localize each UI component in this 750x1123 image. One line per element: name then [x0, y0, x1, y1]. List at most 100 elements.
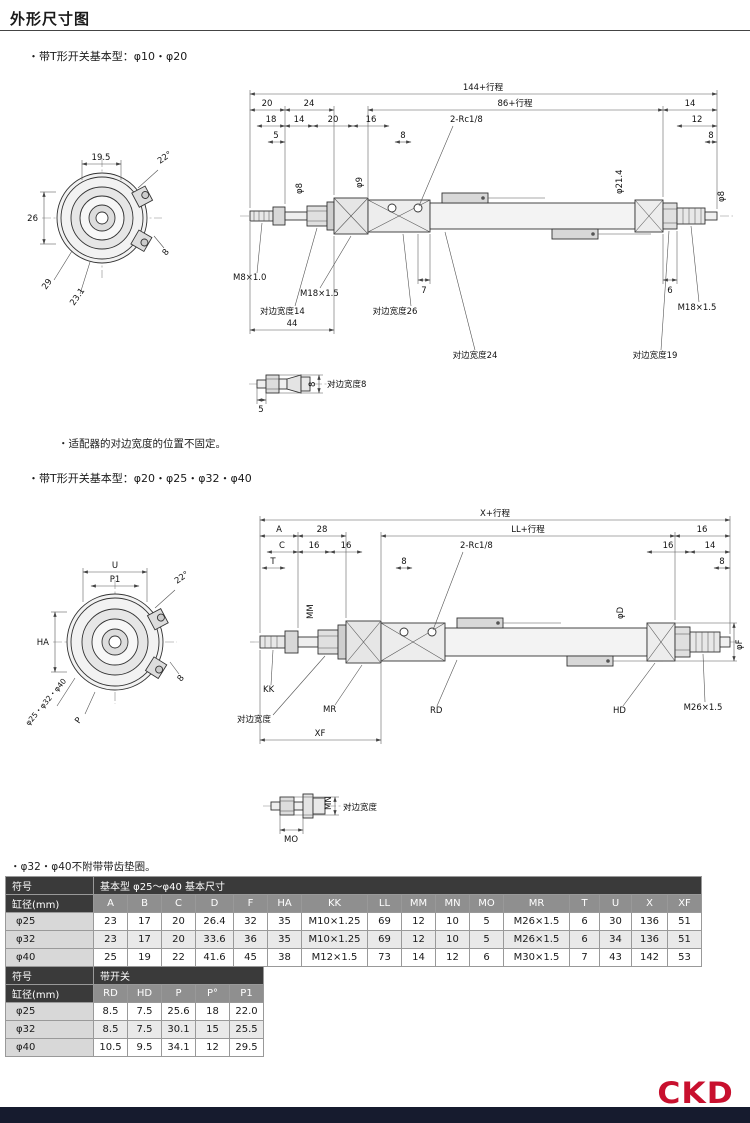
t-switch: [551, 228, 599, 240]
dim-label: 14: [685, 99, 696, 109]
basic-dimensions-table: 符号 基本型 φ25～φ40 基本尺寸 缸径(mm) A B C D F HA …: [5, 876, 702, 967]
dim-value: 10: [435, 930, 470, 949]
dim-value: 8.5: [93, 1002, 128, 1021]
switch-mount-tab: [130, 229, 153, 253]
dim-label: HA: [37, 638, 49, 648]
col-header: MN: [435, 894, 470, 913]
dim-label: 8: [400, 131, 405, 141]
dim-label: P1: [110, 575, 121, 585]
dim-value: 136: [631, 912, 668, 931]
bore-label: φ25: [5, 1002, 94, 1021]
col-header: P: [161, 984, 196, 1003]
rear-stub: [719, 636, 731, 648]
dim-value: 20: [161, 930, 196, 949]
end-view: 19.5 26 29 23.1 22° 8: [27, 150, 174, 308]
dim-label: 86+行程: [498, 98, 533, 109]
dim-value: 9.5: [127, 1038, 162, 1057]
side-view: [240, 192, 733, 240]
cylinder-tube: [444, 627, 648, 657]
dim-value: 69: [367, 930, 402, 949]
dim-value: 20: [161, 912, 196, 931]
rear-boss-thread: [689, 631, 721, 653]
dia-label: φD: [616, 606, 626, 619]
dim-value: 12: [401, 912, 436, 931]
port-label: 2-Rc1/8: [460, 541, 493, 551]
dim-label: 7: [421, 286, 426, 296]
piston-rod-thread: [259, 635, 286, 649]
dim-value: 25.6: [161, 1002, 196, 1021]
port: [399, 627, 409, 637]
dim-value: M12×1.5: [301, 948, 368, 967]
bore-column-header: 缸径(mm): [5, 894, 94, 913]
col-header: P°: [195, 984, 230, 1003]
end-view: U P1 HA P 8 22° φ25・φ32・φ40: [24, 561, 191, 727]
dim-label: MO: [284, 835, 298, 845]
dim-value: 34.1: [161, 1038, 196, 1057]
thread-label: KK: [263, 685, 275, 695]
dim-value: 142: [631, 948, 668, 967]
dimension-drawing-large-bore: U P1 HA P 8 22° φ25・φ32・φ40: [24, 508, 745, 845]
dim-value: 34: [599, 930, 632, 949]
dim-value: M30×1.5: [503, 948, 570, 967]
dim-value: 22.0: [228, 1002, 265, 1021]
dim-value: 15: [195, 1020, 230, 1039]
symbol-header: 符号: [5, 966, 94, 985]
col-header: LL: [367, 894, 402, 913]
thread-label: M18×1.5: [300, 289, 339, 299]
switch-mount-tab: [131, 185, 154, 208]
dim-value: 38: [267, 948, 302, 967]
dim-label: 5: [273, 131, 278, 141]
col-header: X: [631, 894, 668, 913]
col-header: T: [569, 894, 600, 913]
dim-label: 6: [667, 286, 672, 296]
dim-label: 18: [266, 115, 277, 125]
ckd-logo: CKD: [657, 1076, 734, 1110]
dim-label: 24: [304, 99, 315, 109]
t-switch: [566, 655, 614, 667]
col-header: D: [195, 894, 234, 913]
dim-label: C: [279, 541, 285, 551]
bore-label: φ40: [5, 1038, 94, 1057]
thread-label: M26×1.5: [684, 703, 723, 713]
col-header: B: [127, 894, 162, 913]
dim-label: 44: [287, 319, 298, 329]
thread-label: M8×1.0: [233, 273, 266, 283]
dim-label: 20: [262, 99, 273, 109]
dim-value: 25.5: [228, 1020, 265, 1039]
cylinder-tube: [429, 202, 636, 230]
dim-value: 7.5: [127, 1002, 162, 1021]
note-toothed-washer: ・φ32・φ40不附带带齿垫圈。: [10, 861, 156, 873]
flats-label: 对边宽度: [237, 714, 272, 725]
port-label: 2-Rc1/8: [450, 115, 483, 125]
dimension-layer: 144+行程 20 24 86+行程 14 18 14 20 16 12 5: [233, 82, 727, 361]
dim-value: 10: [435, 912, 470, 931]
dim-label: T: [269, 557, 276, 567]
bore-label: φ40: [5, 948, 94, 967]
adapter-detail-view: 5 8 对边宽度8: [249, 374, 366, 415]
dim-label: RD: [430, 706, 443, 716]
col-header: RD: [93, 984, 128, 1003]
note-adapter-flats: ・适配器的对边宽度的位置不固定。: [58, 438, 226, 450]
dim-value: 19: [127, 948, 162, 967]
switch-mount-tab: [146, 608, 169, 631]
dim-value: 30.1: [161, 1020, 196, 1039]
dim-label: MN: [324, 796, 334, 810]
symbol-header: 符号: [5, 876, 94, 895]
dim-value: 26.4: [195, 912, 234, 931]
flats-label: 对边宽度24: [453, 350, 498, 361]
bore-label: φ32: [5, 1020, 94, 1039]
dim-value: 5: [469, 930, 504, 949]
port: [387, 203, 397, 213]
dim-value: 6: [469, 948, 504, 967]
dim-value: 12: [195, 1038, 230, 1057]
dim-label: 22°: [173, 570, 191, 587]
dim-label: 8: [176, 673, 187, 684]
dim-label: XF: [315, 729, 326, 739]
dim-value: 23: [93, 930, 128, 949]
dim-value: 30: [599, 912, 632, 931]
dim-value: 6: [569, 912, 600, 931]
